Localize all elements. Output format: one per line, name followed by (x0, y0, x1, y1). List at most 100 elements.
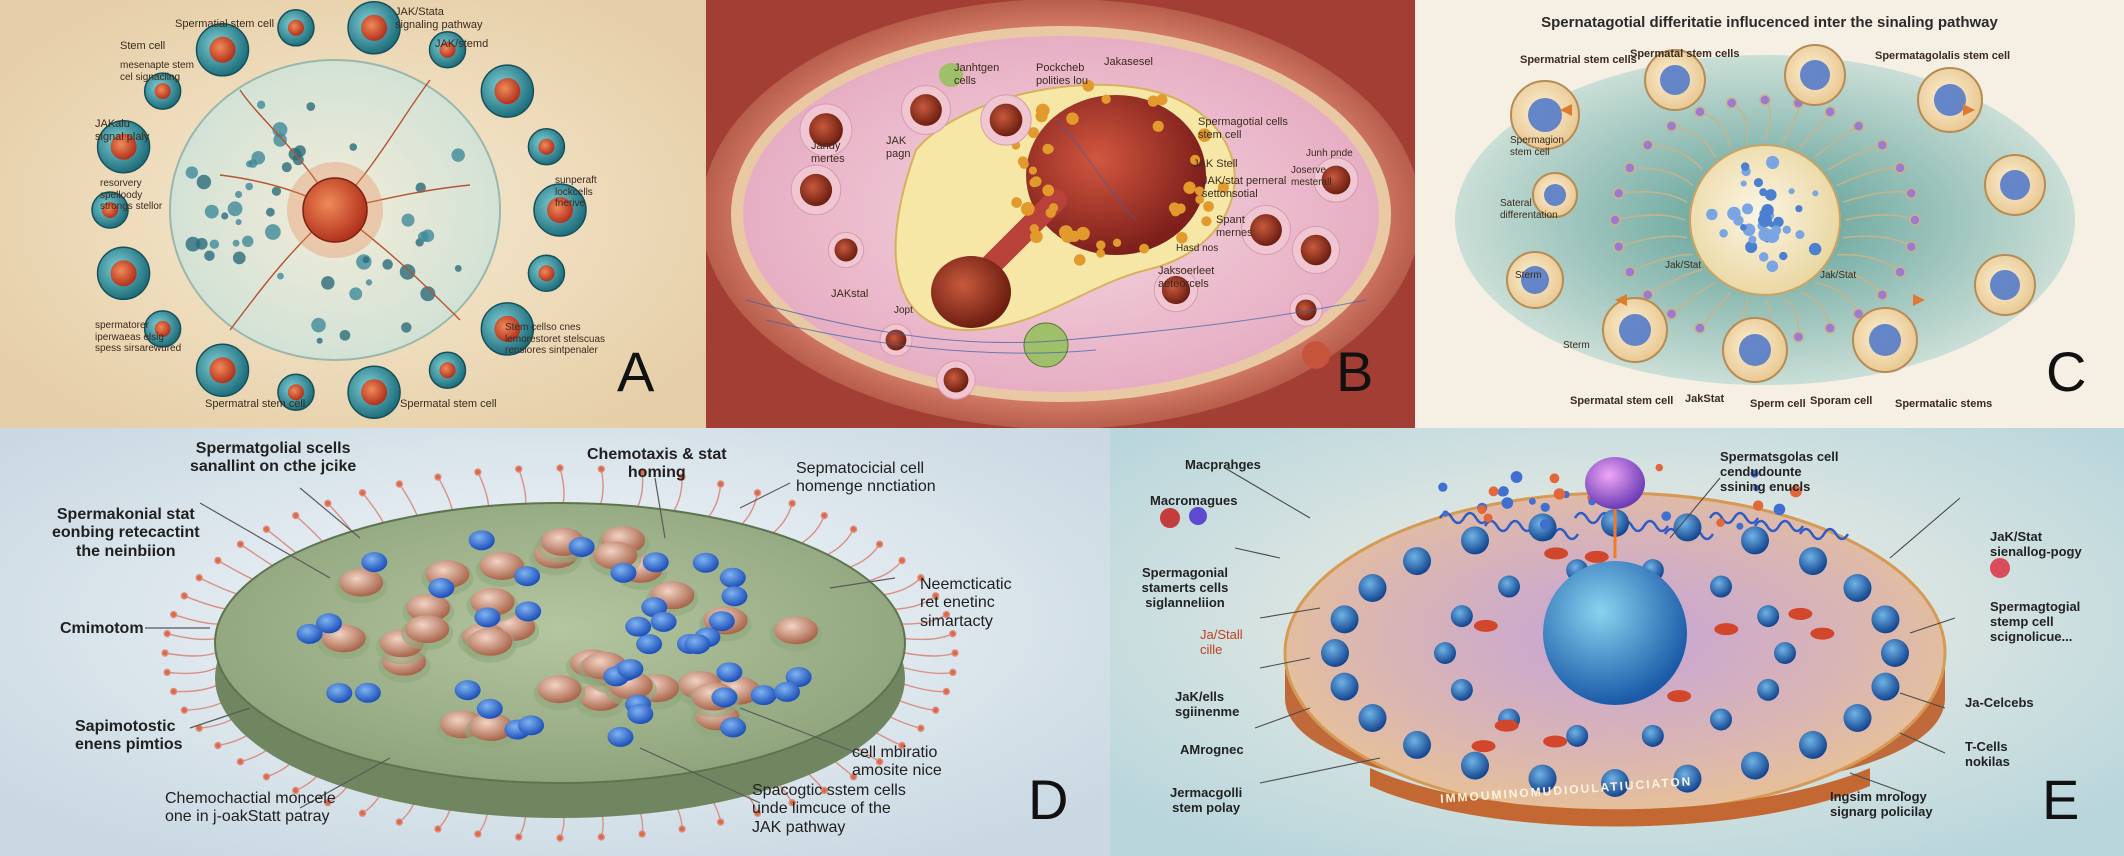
fiber-tip (678, 473, 686, 481)
blue-cell (617, 658, 644, 679)
signal-dot (1203, 201, 1214, 212)
inner-cell-dot (415, 182, 426, 193)
red-organelle (1584, 550, 1609, 563)
panel-e-letter: E (2042, 768, 2080, 831)
panel-c: Spernatagotial differitatie influcenced … (1415, 0, 2124, 428)
inner-cell-dot (196, 174, 212, 190)
floating-dot (1789, 485, 1802, 498)
stem-cell-nucleus (110, 260, 137, 287)
panel-e-label-2: Spermatsgolas cell cendudounte ssining e… (1720, 449, 1839, 494)
stem-cell-nucleus (547, 197, 573, 223)
immune-cell (1403, 547, 1432, 576)
tissue-cell-nucleus (1250, 214, 1282, 246)
inner-cell-dot (242, 235, 254, 248)
sperm-head (1909, 214, 1921, 226)
signal-dot (1042, 184, 1055, 197)
red-organelle (1473, 619, 1498, 632)
fiber-tip (169, 610, 178, 619)
inner-immune-cell (1709, 575, 1732, 598)
panel-e-label-11: T-Cells nokilas (1965, 739, 2010, 769)
blue-cell (514, 566, 541, 587)
fiber-tip (291, 511, 300, 520)
inner-cell-dot (417, 231, 429, 243)
panel-b-label-1: Janhtgen cells (954, 62, 1000, 87)
signal-dot (1139, 243, 1150, 254)
sperm-head (1624, 266, 1636, 278)
panel-b-label-9: JAK Stell (1193, 158, 1238, 170)
panel-d-label-3: Sepmatocicial cell homenge nnctiation (796, 460, 936, 496)
sperm-head (1641, 139, 1654, 151)
sperm-tail (1647, 144, 1704, 171)
tissue-cell-nucleus (1295, 299, 1317, 321)
spermatogonial-cell (479, 551, 524, 580)
immune-cell (1843, 574, 1872, 602)
blue-cell (636, 634, 663, 655)
signal-dot (1082, 80, 1095, 92)
panel-e-label-6: Spermagtogial stemp cell scignolicue... (1990, 599, 2081, 644)
inner-cell-dot (365, 279, 373, 286)
fiber-tip (917, 724, 925, 732)
blue-cell (607, 726, 634, 747)
panel-c-label-7: Sporam cell (1810, 395, 1873, 407)
stem-cell-nucleus (2000, 170, 2030, 200)
blue-cell (468, 530, 495, 551)
panel-a-label-3: JAK/Stata signaling pathway (395, 6, 483, 31)
signal-dot (1029, 230, 1043, 244)
signal-fiber (1798, 527, 1850, 541)
panel-c-label-8: Spermatalic stems (1895, 398, 1993, 410)
panel-d-label-2: Chemotaxis & stat homing (587, 446, 727, 482)
signal-dot (1096, 240, 1106, 250)
fiber-tip (949, 629, 957, 638)
center-dot (1771, 225, 1782, 236)
inner-cell-dot (273, 133, 287, 147)
signal-fiber (1753, 519, 1805, 533)
panel-b-note-1: Junh pnde (1306, 148, 1353, 159)
panel-a-illustration (0, 0, 706, 428)
sperm-head (1824, 106, 1836, 118)
fiber-tip (556, 834, 564, 842)
fiber-tip (515, 465, 523, 473)
signal-dot (1190, 154, 1201, 165)
fiber-tip (788, 798, 796, 807)
panel-a-label-5: JAKalu signal plaly (95, 118, 150, 143)
tissue-cell-nucleus (943, 367, 969, 393)
panel-a-label-1: Spermatial stem cell (175, 18, 275, 30)
fiber-tip (161, 649, 169, 657)
inner-cell-dot (349, 287, 363, 301)
fiber-tip (434, 473, 442, 481)
floating-dot (1753, 484, 1760, 492)
floating-dot (1655, 463, 1664, 472)
sperm-tail (1614, 214, 1686, 221)
fiber-tip (753, 489, 762, 497)
panel-b: Janhtgen cells Pockcheb polities lou Jak… (706, 0, 1415, 428)
spermatogonial-cell (468, 627, 513, 656)
panel-c-note-3: Sterm (1515, 270, 1542, 281)
sperm-head (1905, 240, 1917, 253)
panel-c-note-1: Spermagion stem cell (1510, 135, 1564, 158)
fiber-tip (849, 525, 858, 533)
signal-dot (1035, 110, 1048, 123)
fiber-tip (169, 687, 178, 696)
fiber-tip (324, 499, 332, 508)
sperm-head (1894, 162, 1906, 174)
signal-dot (1073, 254, 1086, 266)
fiber-tip (931, 706, 940, 714)
center-dot (1748, 235, 1757, 244)
fiber-tip (556, 464, 564, 472)
red-organelle (1471, 740, 1496, 753)
sperm-tail (1699, 291, 1731, 329)
panel-b-label-8: JAKstal (831, 288, 869, 300)
signal-fiber (1483, 519, 1535, 533)
inner-cell-dot (265, 207, 275, 217)
stem-cell-nucleus (1619, 314, 1651, 346)
immune-cell (1798, 547, 1827, 576)
inner-immune-cell (1566, 724, 1589, 747)
panel-a-label-2: Stem cell (120, 40, 166, 52)
panel-c-note-2: Sateral differentation (1500, 198, 1558, 221)
stem-cell-nucleus (287, 384, 304, 401)
signal-dot (1197, 128, 1212, 142)
spermatogonial-cell (774, 616, 819, 645)
panel-b-note-2: Joserve mesterall (1291, 165, 1332, 188)
fiber-tip (849, 773, 858, 781)
fiber-tip (716, 480, 725, 488)
